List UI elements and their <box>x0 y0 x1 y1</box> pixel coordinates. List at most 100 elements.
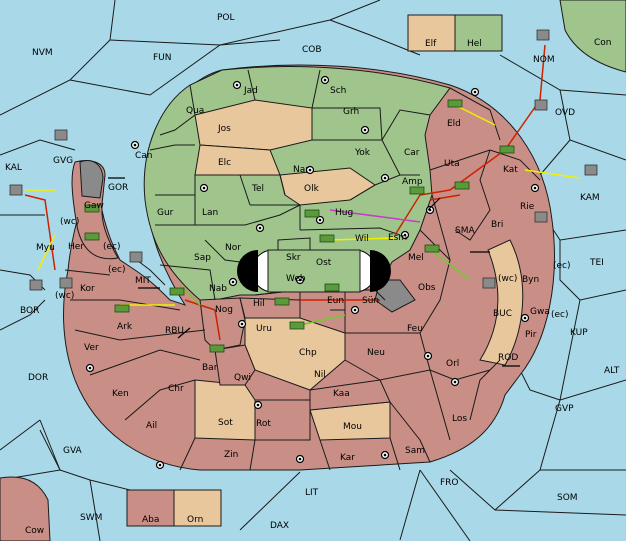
land-eun: Eun <box>327 296 344 306</box>
land-grh: Grh <box>343 107 359 117</box>
land-yok: Yok <box>354 148 371 158</box>
coast-wc-2: (wc) <box>55 291 74 301</box>
sea-nvm: NVM <box>32 48 53 58</box>
land-gwa: Gwa <box>530 307 550 317</box>
land-kar: Kar <box>340 453 355 463</box>
land-qwi: Qwi <box>234 373 251 383</box>
fleets <box>9 29 598 291</box>
sea-dax: DAX <box>270 521 289 531</box>
sea-cob: COB <box>302 45 322 55</box>
coast-wc-3: (wc) <box>498 274 517 284</box>
sea-pol: POL <box>217 13 235 23</box>
land-nab: Nab <box>209 284 227 294</box>
province-gray-sea[interactable] <box>374 279 416 313</box>
land-hug: Hug <box>335 208 353 218</box>
legend-elf-label: Elf <box>425 39 437 49</box>
province-byn[interactable] <box>479 239 524 366</box>
land-obs: Obs <box>418 283 436 293</box>
legend-orn-label: Orn <box>187 515 203 525</box>
land-rot: Rot <box>256 419 271 429</box>
land-rie: Rie <box>520 202 535 212</box>
sea-rbu: RBU <box>165 326 184 336</box>
sea-sma: SMA <box>455 226 475 236</box>
land-bri: Bri <box>491 220 503 230</box>
land-amp: Amp <box>402 177 423 187</box>
sea-buc: BUC <box>493 309 512 319</box>
land-ail: Ail <box>146 421 157 431</box>
land-kor: Kor <box>80 284 95 294</box>
land-sam: Sam <box>405 446 425 456</box>
province-uru[interactable] <box>239 297 301 319</box>
land-ark: Ark <box>117 322 133 332</box>
land-orl: Orl <box>446 359 459 369</box>
land-los: Los <box>452 414 467 424</box>
land-jad: Jad <box>243 86 258 96</box>
land-tel: Tel <box>251 184 264 194</box>
sea-gva: GVA <box>63 446 83 456</box>
coast-wc-1: (wc) <box>60 217 79 227</box>
sea-kam: KAM <box>580 193 600 203</box>
coast-ec-1: (ec) <box>103 242 121 252</box>
land-sot: Sot <box>218 418 233 428</box>
land-gvg: GVG <box>53 156 73 166</box>
sea-rod: ROD <box>498 353 518 363</box>
land-mel: Mel <box>408 253 424 263</box>
land-skr: Skr <box>286 253 301 263</box>
land-web: Web <box>286 274 306 284</box>
land-eld: Eld <box>447 119 461 129</box>
land-wil: Wil <box>355 234 369 244</box>
land-zin: Zin <box>224 450 238 460</box>
double-arrows <box>108 177 520 367</box>
land-kaa: Kaa <box>333 389 350 399</box>
sea-bor: BOR <box>20 306 39 316</box>
land-car: Car <box>404 148 420 158</box>
land-feu: Feu <box>407 324 423 334</box>
land-esm: Esm <box>388 233 407 243</box>
sea-gvp: GVP <box>555 404 574 414</box>
land-gur: Gur <box>157 208 174 218</box>
land-uru: Uru <box>256 324 272 334</box>
supply-centers <box>85 75 540 470</box>
sea-kal: KAL <box>5 163 22 173</box>
land-chr: Chr <box>168 384 184 394</box>
land-bar: Bar <box>202 363 218 373</box>
province-gaw-top[interactable] <box>79 160 104 199</box>
sea-fro: FRO <box>440 478 459 488</box>
province-con[interactable] <box>559 0 626 73</box>
land-nil: Nil <box>314 370 326 380</box>
province-cow[interactable] <box>0 476 51 541</box>
province-rot[interactable] <box>254 399 311 441</box>
land-sap: Sap <box>194 253 211 263</box>
land-her: Her <box>68 242 84 252</box>
sea-alt: ALT <box>604 366 620 376</box>
orders <box>24 44 581 341</box>
land-ver: Ver <box>84 343 99 353</box>
sea-tei: TEI <box>589 258 604 268</box>
land-myu: Myu <box>36 243 55 253</box>
province-sot[interactable] <box>194 379 256 441</box>
province-neu[interactable] <box>344 332 431 381</box>
province-web[interactable] <box>267 249 361 293</box>
land-hil: Hil <box>253 299 265 309</box>
sea-mit: MIT <box>135 276 151 286</box>
lake-east-cap <box>370 250 391 292</box>
sea-som: SOM <box>557 493 578 503</box>
sea-con: Con <box>594 38 612 48</box>
province-elc[interactable] <box>194 144 281 176</box>
land-chp: Chp <box>299 348 317 358</box>
sea-swm: SWM <box>80 513 102 523</box>
land-uta: Uta <box>444 159 460 169</box>
land-ost: Ost <box>316 258 332 268</box>
legend-orn <box>173 489 222 527</box>
legend-aba <box>126 489 175 527</box>
sea-fun: FUN <box>153 53 172 63</box>
sea-kup: KUP <box>570 328 588 338</box>
legend-hel-label: Hel <box>467 39 482 49</box>
land-lan: Lan <box>202 208 218 218</box>
land-neu: Neu <box>367 348 385 358</box>
land-nar: Nar <box>293 165 309 175</box>
province-qwi[interactable] <box>214 344 256 386</box>
land-sun: Sün <box>362 296 379 306</box>
